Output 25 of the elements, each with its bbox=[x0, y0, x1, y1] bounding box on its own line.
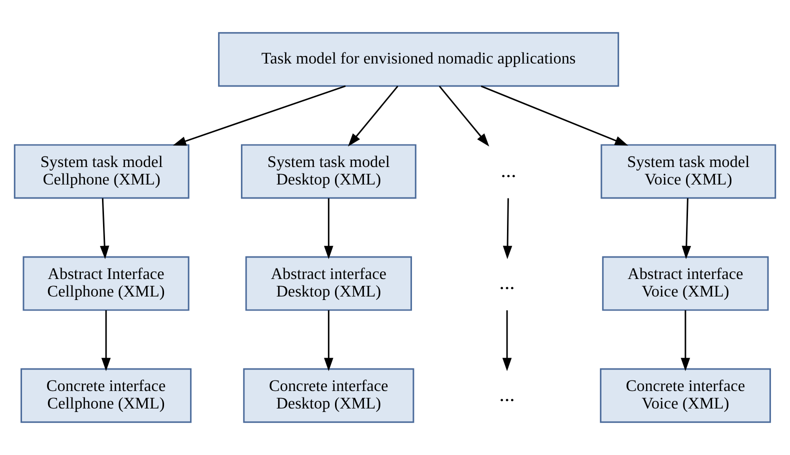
node-box: Concrete interface Desktop (XML) bbox=[243, 368, 414, 423]
arrow bbox=[502, 198, 512, 260]
arrow bbox=[680, 310, 690, 372]
node-text: ... bbox=[499, 272, 515, 294]
arrow bbox=[438, 86, 490, 147]
arrow bbox=[348, 86, 398, 147]
node-box: System task model Voice (XML) bbox=[600, 144, 776, 199]
node-text: ... bbox=[499, 384, 515, 406]
node-box: Concrete interface Voice (XML) bbox=[600, 368, 771, 423]
node-box: Abstract Interface Cellphone (XML) bbox=[22, 256, 190, 311]
node-box: Abstract interface Desktop (XML) bbox=[245, 256, 412, 311]
arrow bbox=[502, 310, 512, 372]
node-box: System task model Desktop (XML) bbox=[240, 144, 416, 199]
node-box: System task model Cellphone (XML) bbox=[14, 144, 190, 199]
arrow bbox=[324, 198, 334, 260]
arrow bbox=[324, 310, 334, 372]
arrow bbox=[682, 198, 692, 260]
node-text: ... bbox=[500, 160, 516, 182]
arrow bbox=[480, 86, 628, 146]
arrow bbox=[172, 85, 346, 146]
node-box: Abstract interface Voice (XML) bbox=[602, 256, 769, 311]
arrow bbox=[101, 310, 111, 372]
node-box: Concrete interface Cellphone (XML) bbox=[20, 368, 192, 423]
arrow bbox=[100, 198, 110, 260]
node-box: Task model for envisioned nomadic applications bbox=[218, 32, 620, 87]
